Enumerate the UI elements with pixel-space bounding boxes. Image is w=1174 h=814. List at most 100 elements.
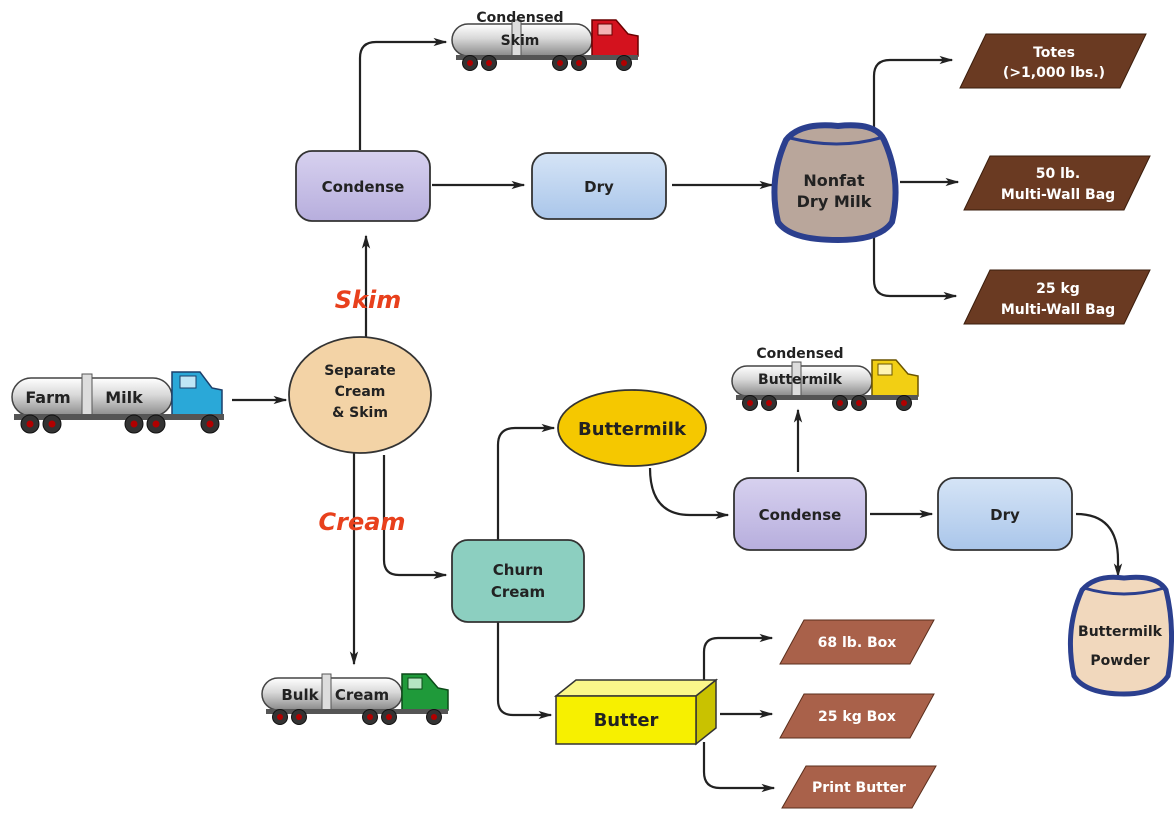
truck-chassis	[266, 709, 448, 714]
bag-body	[771, 122, 899, 244]
truck-chassis	[14, 414, 224, 420]
bag-25kg-label-1: 25 kg	[1036, 281, 1080, 297]
butter-front-face	[555, 695, 697, 745]
dry-bottom-label: Dry	[990, 506, 1020, 524]
bag-body	[1067, 574, 1174, 697]
churn-cream-box	[451, 539, 585, 623]
arrow-separate-to-churn	[382, 455, 448, 580]
condense-bottom-box	[733, 477, 867, 551]
truck-wheels	[462, 55, 632, 71]
buttermilk-label: Buttermilk	[578, 419, 687, 440]
nfdm-label-2: Dry Milk	[797, 192, 872, 211]
truck-chassis	[456, 55, 638, 60]
truck-chassis	[736, 395, 918, 400]
dry-bottom-box	[937, 477, 1073, 551]
bag-25kg-tag: 25 kg Multi-Wall Bag	[963, 269, 1151, 325]
box-68lb-shape	[779, 619, 935, 665]
totes-label-1: Totes	[1033, 45, 1075, 61]
arrow-dry-to-powder	[1075, 512, 1123, 578]
tank-hatch	[321, 673, 332, 713]
nfdm-label-1: Nonfat	[803, 171, 865, 190]
wheel-hubs	[467, 60, 627, 66]
condensed-skim-label-1: Condensed	[476, 10, 563, 26]
cab-window	[597, 23, 613, 36]
buttermilk-powder-bag: Buttermilk Powder	[1067, 574, 1174, 697]
farm-milk-truck: Farm Milk	[11, 371, 224, 434]
separate-label-1: Separate	[324, 363, 396, 379]
box-25kg-tag: 25 kg Box	[779, 693, 935, 739]
butter-node: Butter	[553, 678, 719, 746]
condense-bottom-label: Condense	[759, 506, 842, 524]
print-butter-shape	[781, 765, 937, 809]
condensed-skim-label-2: Skim	[501, 33, 540, 49]
arrow-churn-to-butter	[496, 614, 553, 720]
separate-label-3: & Skim	[332, 405, 388, 421]
box-25kg-shape	[779, 693, 935, 739]
totes-tag: Totes (>1,000 lbs.)	[959, 33, 1147, 89]
condense-bottom-node: Condense	[733, 477, 867, 551]
truck-wheels	[742, 395, 912, 411]
butter-top-face	[553, 679, 719, 697]
dry-top-label: Dry	[584, 178, 614, 196]
separate-oval	[288, 336, 432, 454]
print-butter-tag: Print Butter	[781, 765, 937, 809]
bm-powder-label-1: Buttermilk	[1078, 624, 1163, 640]
condensed-bm-label-1: Condensed	[756, 346, 843, 362]
arrow-condense-to-condensed-skim	[358, 37, 448, 150]
cream-stream-label: Cream	[319, 508, 406, 536]
cream-truck-label: Cream	[335, 686, 389, 704]
cab-window	[877, 363, 893, 376]
bulk-cream-truck: Bulk Cream	[261, 673, 449, 725]
flow-lines	[232, 37, 1123, 793]
arrow-nfdm-to-25kg	[872, 232, 958, 301]
wheel-hubs	[277, 714, 437, 720]
cab-window	[179, 375, 197, 389]
condensed-bm-label-2: Buttermilk	[758, 372, 843, 388]
bulk-label: Bulk	[281, 686, 319, 704]
totes-shape	[959, 33, 1147, 89]
churn-label-2: Cream	[491, 583, 545, 601]
separate-label-2: Cream	[335, 384, 386, 400]
arrow-buttermilk-to-condense	[648, 467, 730, 520]
bag-25kg-shape	[963, 269, 1151, 325]
box-68lb-label: 68 lb. Box	[818, 635, 897, 651]
arrow-butter-to-68lb	[702, 633, 774, 688]
separate-node: Separate Cream & Skim	[288, 336, 432, 454]
condense-top-label: Condense	[322, 178, 405, 196]
arrow-churn-to-buttermilk	[496, 423, 556, 540]
condensed-buttermilk-truck: Condensed Buttermilk	[731, 346, 919, 411]
milk-label: Milk	[105, 388, 143, 407]
wheel-hubs	[26, 420, 214, 428]
nonfat-dry-milk-bag: Nonfat Dry Milk	[771, 122, 899, 244]
wheel-hubs	[747, 400, 907, 406]
buttermilk-oval	[557, 389, 707, 467]
bag-top-fold	[1083, 586, 1165, 596]
cab-window	[407, 677, 423, 690]
print-butter-label: Print Butter	[812, 780, 906, 796]
bag-50lb-shape	[963, 155, 1151, 211]
bag-50lb-label-1: 50 lb.	[1036, 166, 1081, 182]
box-68lb-tag: 68 lb. Box	[779, 619, 935, 665]
skim-stream-label: Skim	[335, 286, 401, 314]
bag-50lb-tag: 50 lb. Multi-Wall Bag	[963, 155, 1151, 211]
dry-top-node: Dry	[531, 152, 667, 220]
butter-label: Butter	[594, 710, 659, 731]
bag-25kg-label-2: Multi-Wall Bag	[1001, 302, 1115, 318]
churn-cream-node: Churn Cream	[451, 539, 585, 623]
bag-top-fold	[789, 136, 881, 146]
arrow-butter-to-print	[702, 742, 776, 793]
dry-bottom-node: Dry	[937, 477, 1073, 551]
box-25kg-label: 25 kg Box	[818, 709, 896, 725]
tank-hatch	[81, 373, 93, 419]
dry-top-box	[531, 152, 667, 220]
condensed-skim-truck: Condensed Skim	[451, 10, 639, 71]
churn-label-1: Churn	[493, 561, 543, 579]
farm-label: Farm	[25, 388, 70, 407]
bm-powder-label-2: Powder	[1090, 653, 1149, 669]
arrow-nfdm-to-totes	[872, 55, 954, 140]
condense-top-box	[295, 150, 431, 222]
totes-label-2: (>1,000 lbs.)	[1003, 65, 1105, 81]
buttermilk-node: Buttermilk	[557, 389, 707, 467]
